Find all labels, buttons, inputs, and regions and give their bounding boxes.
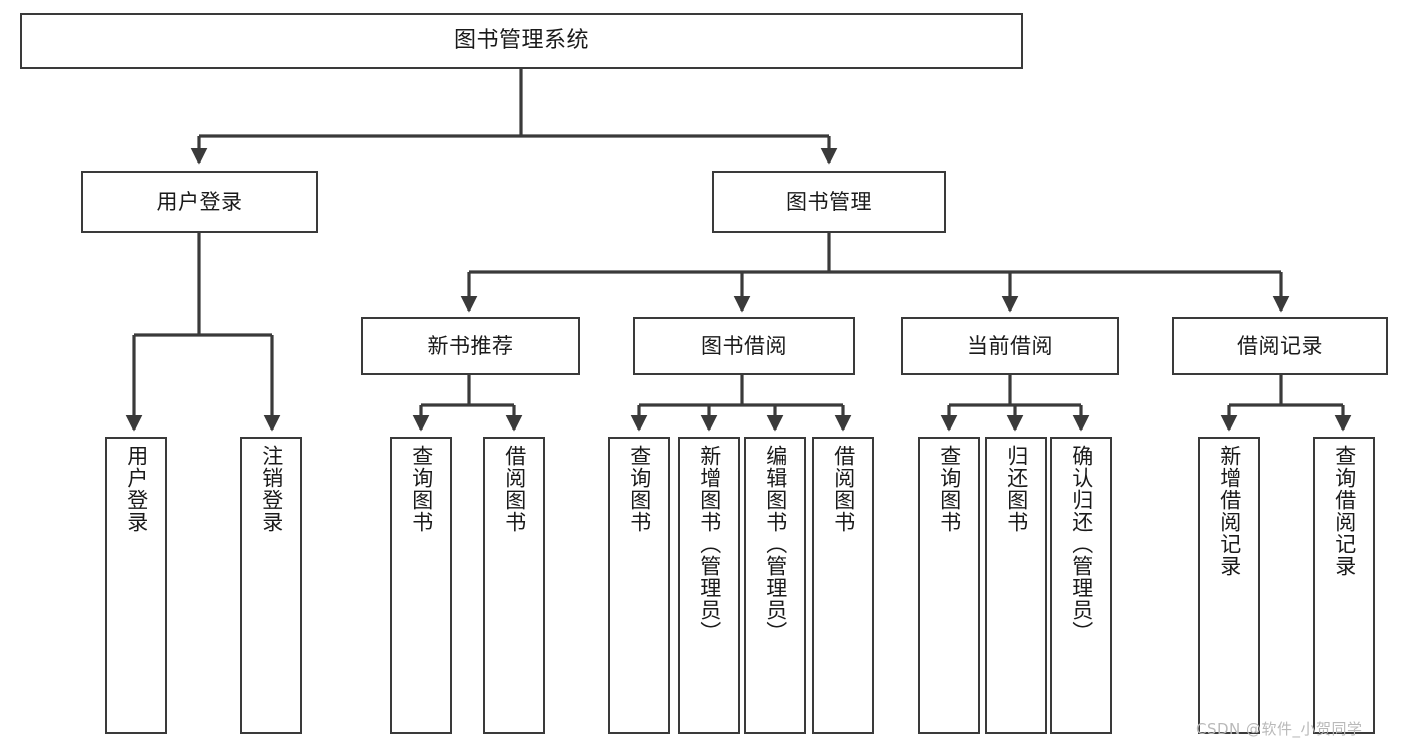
node-leaf-add-record-label: 新增借阅记录 [1217,445,1242,577]
node-user-login-label: 用户登录 [156,189,243,214]
node-leaf-user-login[interactable]: 用户登录 [105,437,167,734]
node-leaf-edit-book[interactable]: 编辑图书（管理员） [744,437,806,734]
node-root[interactable]: 图书管理系统 [20,13,1023,69]
node-borrow-record[interactable]: 借阅记录 [1172,317,1388,375]
node-leaf-borrow-book-1[interactable]: 借阅图书 [483,437,545,734]
node-book-borrow-label: 图书借阅 [701,333,787,358]
node-book-borrow[interactable]: 图书借阅 [633,317,855,375]
watermark: CSDN @软件_小贺同学 [1196,720,1363,738]
node-leaf-logout-label: 注销登录 [259,445,284,533]
node-borrow-record-label: 借阅记录 [1237,333,1323,358]
node-leaf-borrow-book-2[interactable]: 借阅图书 [812,437,874,734]
node-leaf-query-book-2[interactable]: 查询图书 [608,437,670,734]
node-current-borrow[interactable]: 当前借阅 [901,317,1119,375]
node-leaf-confirm-return[interactable]: 确认归还（管理员） [1050,437,1112,734]
node-book-manage[interactable]: 图书管理 [712,171,946,233]
node-user-login[interactable]: 用户登录 [81,171,318,233]
node-leaf-borrow-book-2-label: 借阅图书 [831,445,856,533]
node-leaf-edit-book-label: 编辑图书（管理员） [763,445,788,643]
node-leaf-add-book-label: 新增图书（管理员） [697,445,722,643]
node-current-borrow-label: 当前借阅 [967,333,1053,358]
node-leaf-query-book-3[interactable]: 查询图书 [918,437,980,734]
node-leaf-borrow-book-1-label: 借阅图书 [502,445,527,533]
node-leaf-query-record[interactable]: 查询借阅记录 [1313,437,1375,734]
node-leaf-return-book-label: 归还图书 [1004,445,1029,533]
node-leaf-query-book-1-label: 查询图书 [409,445,434,533]
node-leaf-user-login-label: 用户登录 [124,445,149,533]
node-leaf-confirm-return-label: 确认归还（管理员） [1069,445,1094,643]
node-new-book-recommend-label: 新书推荐 [427,333,514,358]
node-leaf-return-book[interactable]: 归还图书 [985,437,1047,734]
node-root-label: 图书管理系统 [453,28,589,54]
node-leaf-query-record-label: 查询借阅记录 [1332,445,1357,577]
node-leaf-query-book-1[interactable]: 查询图书 [390,437,452,734]
node-leaf-add-record[interactable]: 新增借阅记录 [1198,437,1260,734]
node-leaf-logout[interactable]: 注销登录 [240,437,302,734]
node-leaf-query-book-2-label: 查询图书 [627,445,652,533]
node-leaf-add-book[interactable]: 新增图书（管理员） [678,437,740,734]
node-leaf-query-book-3-label: 查询图书 [937,445,962,533]
node-book-manage-label: 图书管理 [786,189,872,214]
node-new-book-recommend[interactable]: 新书推荐 [361,317,580,375]
